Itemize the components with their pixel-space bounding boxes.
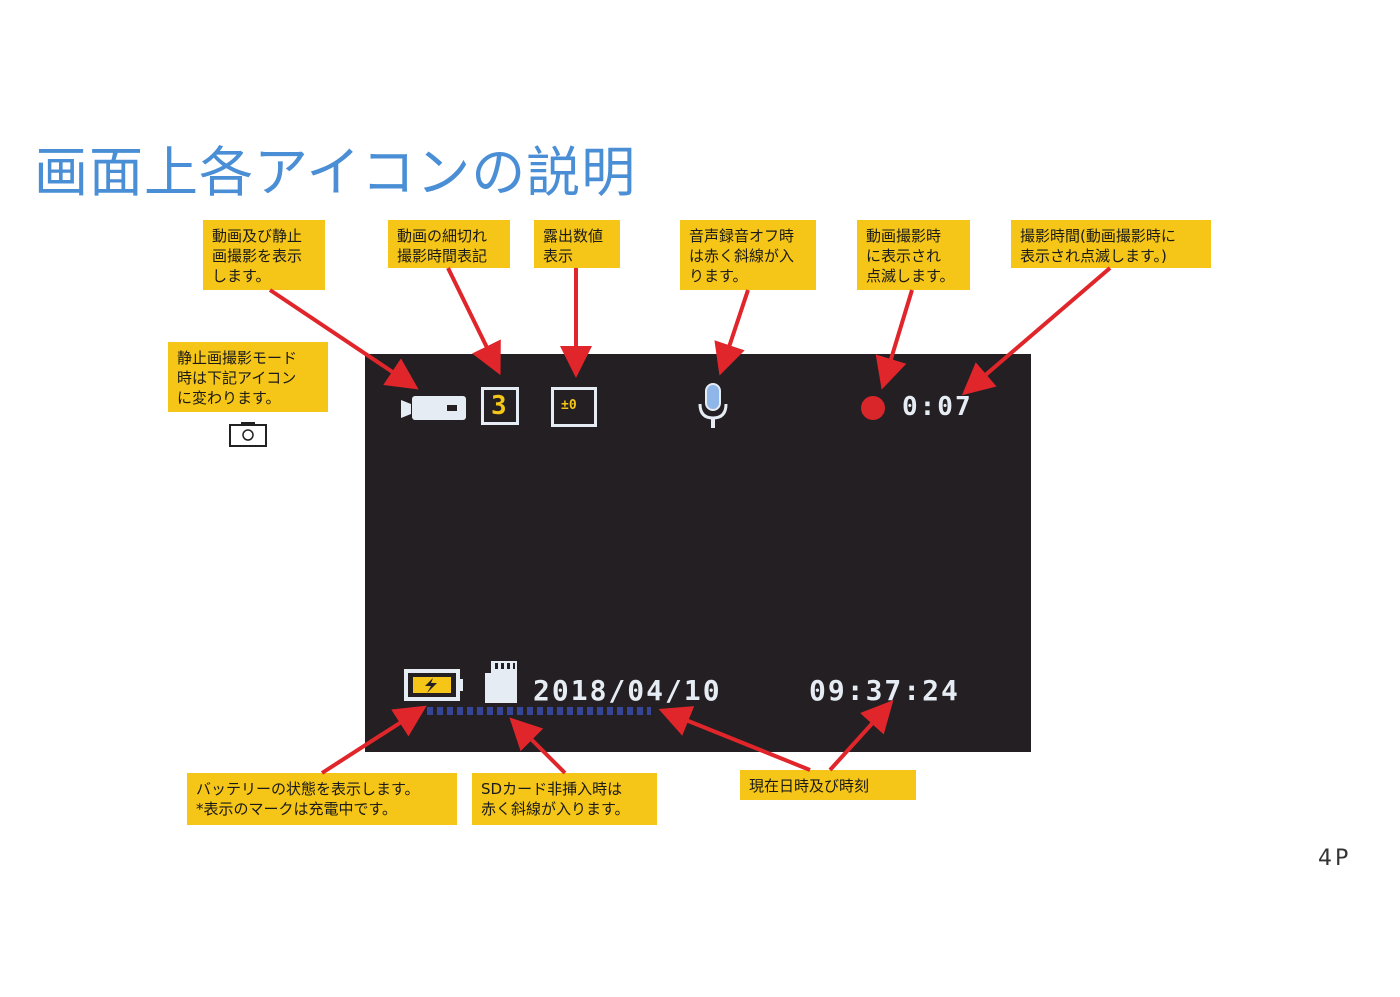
arrow-record-mode (268, 288, 419, 390)
callout-still-mode: 静止画撮影モード 時は下記アイコン に変わります。 (168, 342, 328, 412)
callout-exposure: 露出数値 表示 (534, 220, 620, 268)
clip-length-icon: 3 (481, 387, 519, 425)
page-number: 4P (1318, 846, 1352, 871)
osd-ghost-text (427, 707, 651, 715)
callout-datetime: 現在日時及び時刻 (740, 770, 916, 800)
callout-rec-indicator: 動画撮影時 に表示され 点滅します。 (857, 220, 970, 290)
arrow-audio (714, 289, 750, 376)
camera-display: 3 ±0 0:07 2018/04/10 09:37:24 (365, 354, 1031, 752)
sd-card-icon (485, 661, 517, 703)
exposure-icon: ±0 (551, 387, 597, 427)
page-title: 画面上各アイコンの説明 (34, 141, 637, 204)
arrow-date (658, 706, 811, 772)
still-camera-icon (229, 422, 267, 447)
arrow-sd-card (509, 717, 567, 775)
callout-sd-card: SDカード非挿入時は 赤く斜線が入ります。 (472, 773, 657, 825)
arrow-rec-indicator (875, 289, 914, 390)
arrow-battery (320, 705, 427, 775)
callout-record-mode: 動画及び静止 画撮影を表示 します。 (203, 220, 325, 290)
callout-clip-length: 動画の細切れ 撮影時間表記 (388, 220, 510, 268)
current-date: 2018/04/10 (533, 674, 722, 707)
callout-battery: バッテリーの状態を表示します。 *表示のマークは充電中です。 (187, 773, 457, 825)
battery-charging-icon (404, 669, 463, 701)
callout-rec-time: 撮影時間(動画撮影時に 表示され点滅します。) (1011, 220, 1211, 268)
exposure-value: ±0 (561, 398, 577, 413)
arrow-rec-time (961, 266, 1112, 396)
microphone-icon (698, 383, 728, 428)
callout-audio: 音声録音オフ時 は赤く斜線が入 ります。 (680, 220, 816, 290)
elapsed-time: 0:07 (902, 392, 973, 422)
recording-dot-icon (861, 396, 885, 420)
video-mode-icon (401, 396, 466, 420)
arrow-clip-length (446, 267, 501, 376)
clip-length-value: 3 (491, 391, 507, 421)
arrow-time (828, 700, 894, 772)
